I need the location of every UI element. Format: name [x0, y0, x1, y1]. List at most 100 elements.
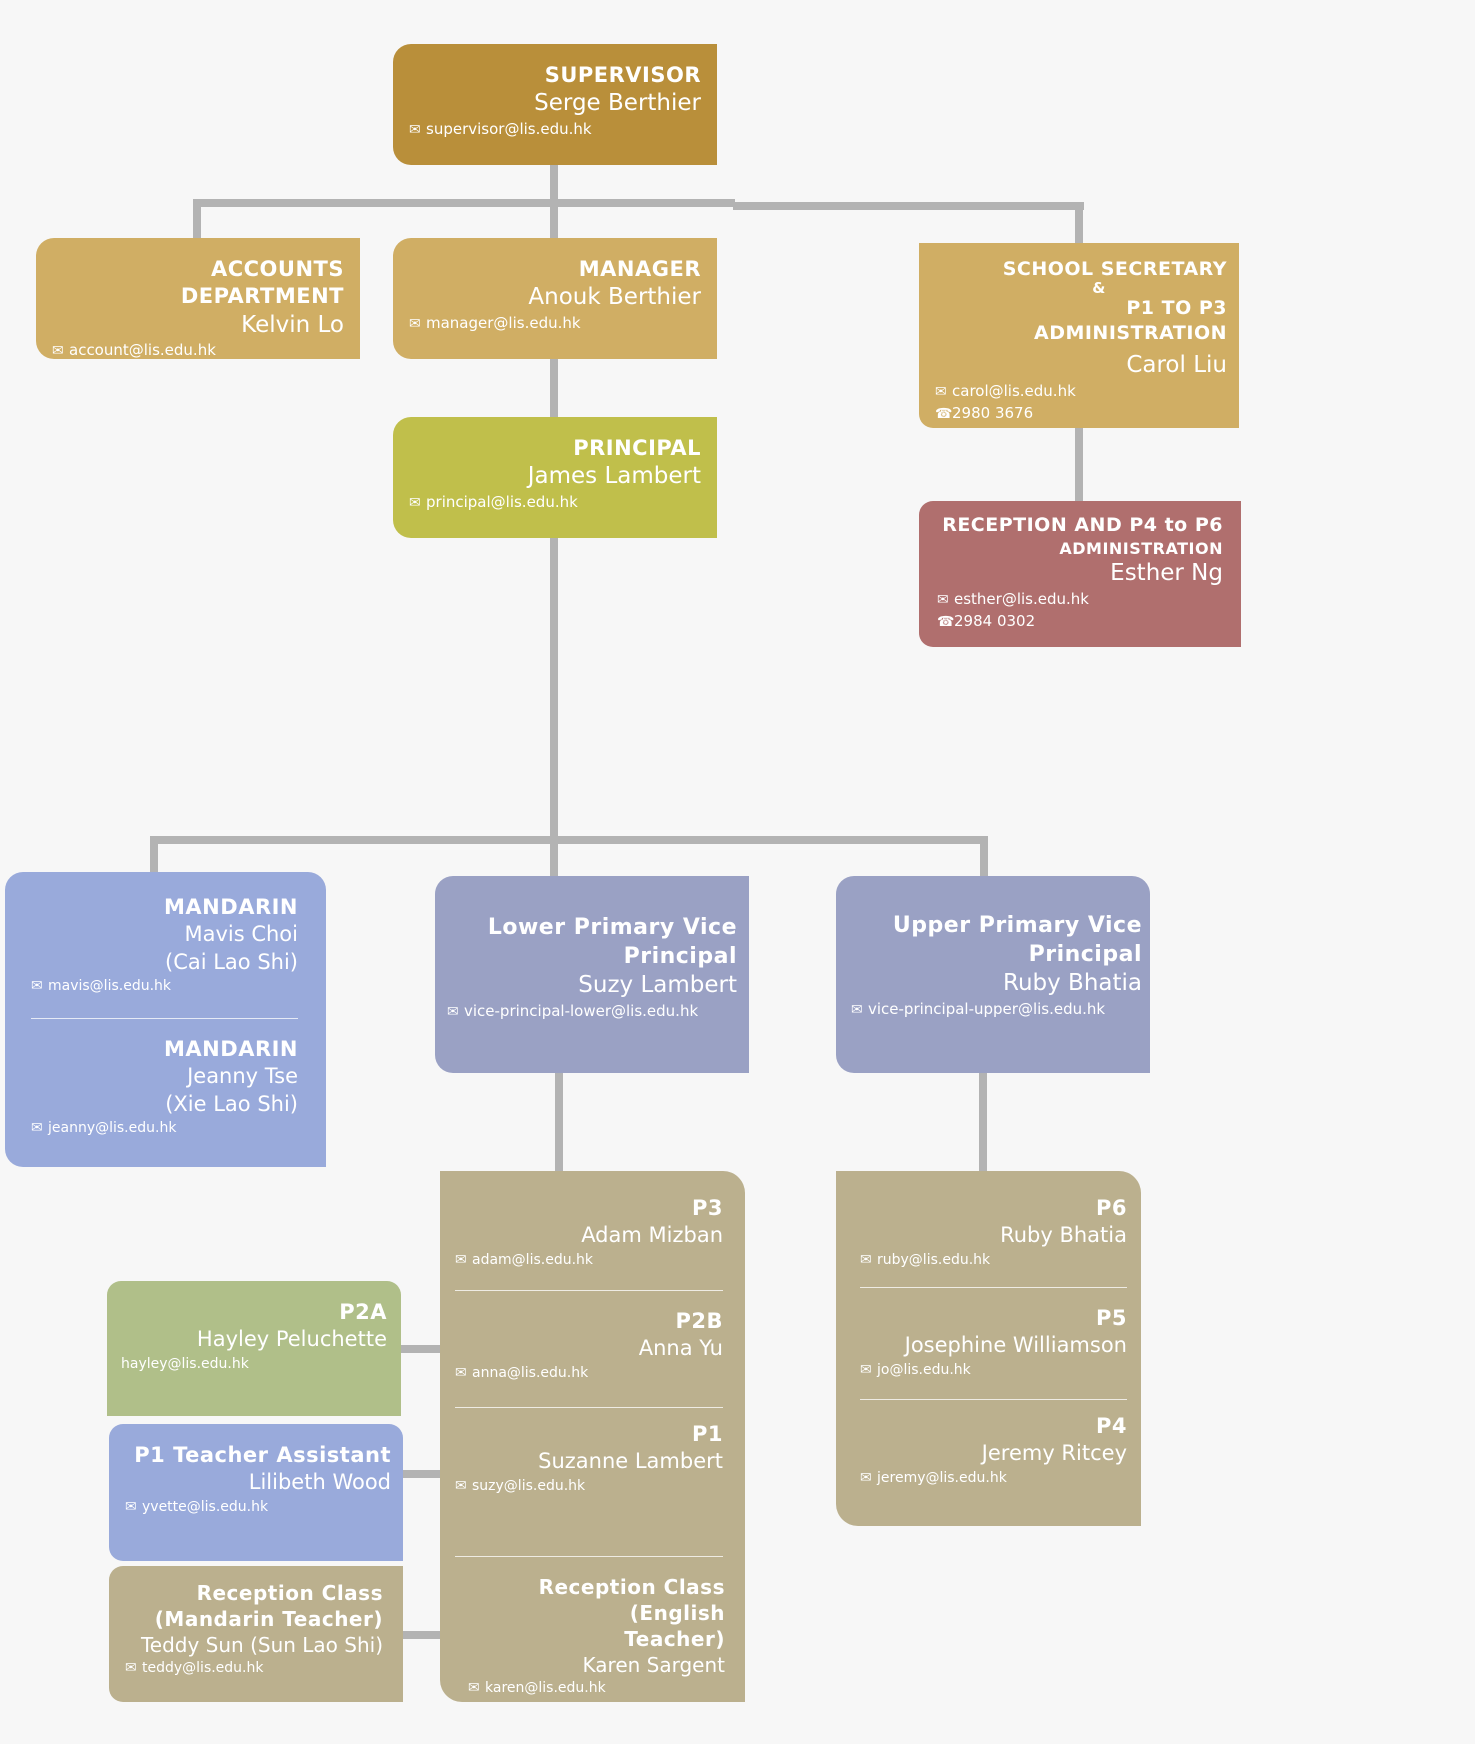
lower-vp-email-row[interactable]: ✉ vice-principal-lower@lis.edu.hk — [447, 1001, 737, 1023]
lower-divider-1 — [455, 1290, 723, 1291]
upper-classes-card: P6 Ruby Bhatia ✉ruby@lis.edu.hk P5 Josep… — [836, 1171, 1141, 1526]
p2a-title: P2A — [339, 1300, 387, 1324]
envelope-icon: ✉ — [447, 1004, 459, 1021]
p1-assistant-email-row[interactable]: ✉ yvette@lis.edu.hk — [125, 1497, 391, 1517]
connector-accounts — [193, 199, 201, 241]
principal-email-row[interactable]: ✉ principal@lis.edu.hk — [409, 492, 701, 514]
class-p2b-title: P2B — [675, 1309, 723, 1333]
class-reception-english-title-line1: Reception Class (English — [538, 1575, 725, 1625]
lower-vp-email[interactable]: vice-principal-lower@lis.edu.hk — [464, 1002, 699, 1021]
reception-admin-email-row[interactable]: ✉ esther@lis.edu.hk — [937, 589, 1223, 611]
mandarin-2-email[interactable]: jeanny@lis.edu.hk — [48, 1119, 177, 1136]
class-p2b: P2B Anna Yu ✉ anna@lis.edu.hk — [440, 1308, 745, 1383]
reception-mandarin-email[interactable]: teddy@lis.edu.hk — [142, 1660, 264, 1676]
mandarin-1-chinese-name: (Cai Lao Shi) — [165, 949, 298, 974]
p1-assistant-card: P1 Teacher Assistant Lilibeth Wood ✉yvet… — [109, 1424, 403, 1561]
envelope-icon: ✉ — [409, 495, 421, 512]
class-p3-title: P3 — [691, 1196, 723, 1220]
p2a-email-row[interactable]: hayley@lis.edu.hk — [121, 1354, 387, 1374]
principal-email[interactable]: principal@lis.edu.hk — [426, 493, 578, 512]
mandarin-section-1: MANDARIN Mavis Choi (Cai Lao Shi) ✉mavis… — [5, 894, 326, 996]
class-p2b-email[interactable]: anna@lis.edu.hk — [472, 1364, 589, 1381]
envelope-icon: ✉ — [52, 343, 64, 360]
reception-admin-title-line1: RECEPTION AND P4 to P6 — [942, 514, 1223, 536]
p2a-card: P2A Hayley Peluchette hayley@lis.edu.hk — [107, 1281, 401, 1416]
class-p2b-name: Anna Yu — [638, 1336, 723, 1361]
envelope-icon: ✉ — [409, 122, 421, 139]
class-p3-email-row[interactable]: ✉adam@lis.edu.hk — [455, 1250, 723, 1270]
supervisor-email-row[interactable]: ✉ supervisor@lis.edu.hk — [409, 119, 701, 141]
class-p5-email-row[interactable]: ✉jo@lis.edu.hk — [860, 1360, 1127, 1380]
class-p6: P6 Ruby Bhatia ✉ruby@lis.edu.hk — [836, 1195, 1141, 1270]
connector-upper-vp — [980, 836, 988, 876]
envelope-icon: ✉ — [125, 1660, 137, 1676]
envelope-icon: ✉ — [937, 592, 949, 609]
class-p1-email-row[interactable]: ✉suzy@lis.edu.hk — [455, 1476, 723, 1496]
class-p1-email[interactable]: suzy@lis.edu.hk — [472, 1477, 586, 1494]
class-p6-name: Ruby Bhatia — [1000, 1223, 1127, 1248]
mandarin-1-email-row[interactable]: ✉mavis@lis.edu.hk — [31, 976, 298, 996]
connector-principal-down — [550, 537, 558, 877]
class-p4-title: P4 — [1095, 1414, 1127, 1438]
manager-email[interactable]: manager@lis.edu.hk — [426, 314, 581, 333]
principal-card: PRINCIPAL James Lambert ✉principal@lis.e… — [393, 417, 717, 538]
upper-vp-title-line1: Upper Primary Vice — [892, 913, 1142, 938]
connector-reception-mandarin — [402, 1631, 440, 1639]
secretary-phone[interactable]: 2980 3676 — [952, 403, 1034, 422]
accounts-email[interactable]: account@lis.edu.hk — [69, 341, 216, 360]
upper-vp-email[interactable]: vice-principal-upper@lis.edu.hk — [868, 1000, 1106, 1019]
secretary-title-line1: SCHOOL SECRETARY — [1002, 258, 1227, 280]
envelope-icon: ✉ — [31, 1119, 43, 1136]
upper-vp-name: Ruby Bhatia — [1003, 970, 1142, 997]
p2a-email[interactable]: hayley@lis.edu.hk — [121, 1355, 249, 1372]
class-p1-name: Suzanne Lambert — [538, 1449, 723, 1474]
accounts-email-row[interactable]: ✉ account@lis.edu.hk — [52, 340, 344, 362]
class-p5: P5 Josephine Williamson ✉jo@lis.edu.hk — [836, 1305, 1141, 1380]
class-p5-email[interactable]: jo@lis.edu.hk — [877, 1361, 971, 1378]
class-p3: P3 Adam Mizban ✉adam@lis.edu.hk — [440, 1195, 745, 1270]
envelope-icon: ✉ — [125, 1498, 137, 1515]
class-p3-email[interactable]: adam@lis.edu.hk — [472, 1251, 594, 1268]
lower-vp-title-line2: Principal — [623, 943, 737, 969]
reception-admin-phone-row[interactable]: ☎2984 0302 — [937, 611, 1223, 633]
connector-p2a — [400, 1345, 440, 1353]
p1-assistant-name: Lilibeth Wood — [248, 1470, 391, 1495]
reception-admin-email[interactable]: esther@lis.edu.hk — [954, 590, 1089, 609]
upper-vp-email-row[interactable]: ✉vice-principal-upper@lis.edu.hk — [851, 999, 1142, 1021]
class-p2b-email-row[interactable]: ✉ anna@lis.edu.hk — [455, 1363, 723, 1383]
connector-mid-horizontal — [150, 836, 988, 844]
reception-mandarin-email-row[interactable]: ✉ teddy@lis.edu.hk — [125, 1658, 383, 1678]
class-p1: P1 Suzanne Lambert ✉suzy@lis.edu.hk — [440, 1421, 745, 1496]
secretary-email-row[interactable]: ✉carol@lis.edu.hk — [931, 381, 1227, 403]
secretary-email[interactable]: carol@lis.edu.hk — [952, 382, 1076, 401]
manager-card: MANAGER Anouk Berthier ✉manager@lis.edu.… — [393, 238, 717, 359]
class-reception-english: Reception Class (English Teacher) Karen … — [440, 1574, 745, 1698]
supervisor-email[interactable]: supervisor@lis.edu.hk — [426, 120, 592, 139]
secretary-phone-row[interactable]: ☎2980 3676 — [931, 403, 1227, 425]
mandarin-card: MANDARIN Mavis Choi (Cai Lao Shi) ✉mavis… — [5, 872, 326, 1167]
lower-vp-name: Suzy Lambert — [578, 972, 737, 999]
reception-mandarin-title-line1: Reception Class — [196, 1581, 383, 1605]
envelope-icon: ✉ — [455, 1364, 467, 1381]
mandarin-1-email[interactable]: mavis@lis.edu.hk — [48, 977, 172, 994]
class-p4-email[interactable]: jeremy@lis.edu.hk — [877, 1469, 1007, 1486]
class-reception-english-email[interactable]: karen@lis.edu.hk — [485, 1680, 606, 1696]
reception-admin-phone[interactable]: 2984 0302 — [954, 612, 1036, 631]
mandarin-section-2: MANDARIN Jeanny Tse (Xie Lao Shi) ✉jeann… — [5, 1036, 326, 1138]
manager-email-row[interactable]: ✉manager@lis.edu.hk — [409, 313, 701, 335]
secretary-card: SCHOOL SECRETARY & P1 TO P3 ADMINISTRATI… — [919, 243, 1239, 428]
secretary-title-line2: & — [1092, 278, 1106, 297]
class-p4-name: Jeremy Ritcey — [981, 1441, 1127, 1466]
secretary-name: Carol Liu — [1126, 352, 1227, 379]
p1-assistant-email[interactable]: yvette@lis.edu.hk — [142, 1498, 269, 1515]
lower-divider-2 — [455, 1407, 723, 1408]
class-p6-email[interactable]: ruby@lis.edu.hk — [877, 1251, 991, 1268]
class-reception-english-email-row[interactable]: ✉karen@lis.edu.hk — [468, 1678, 725, 1698]
connector-p1-assistant — [402, 1470, 440, 1478]
connector-mandarin — [150, 836, 158, 876]
lower-vp-title-line1: Lower Primary Vice — [487, 915, 737, 940]
class-p4: P4 Jeremy Ritcey ✉jeremy@lis.edu.hk — [836, 1413, 1141, 1488]
mandarin-2-email-row[interactable]: ✉ jeanny@lis.edu.hk — [31, 1118, 298, 1138]
class-p6-email-row[interactable]: ✉ruby@lis.edu.hk — [860, 1250, 1127, 1270]
class-p4-email-row[interactable]: ✉jeremy@lis.edu.hk — [860, 1468, 1127, 1488]
